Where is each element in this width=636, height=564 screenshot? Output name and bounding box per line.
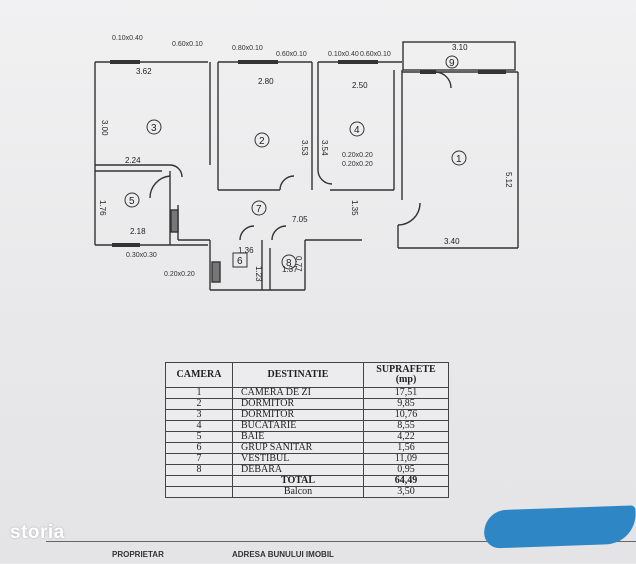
window-label-1: 0.10x0.40 [112,35,143,42]
floor-plan: 3 2 4 1 5 6 7 8 9 3.62 3.00 2.80 3.53 2.… [94,35,519,291]
room-6-number: 6 [237,256,243,267]
footer-strip [46,541,636,564]
room-9-number: 9 [449,58,455,69]
dim-hall-width: 7.05 [292,215,308,224]
row-area: 10,76 [363,409,449,421]
row-area: 8,55 [363,420,449,432]
row-area: 9,85 [363,398,449,410]
room-4-number: 4 [354,125,360,136]
row-num: 8 [165,464,233,476]
col-header-suprafete-text: SUPRAFETE [376,364,436,375]
total-spacer [165,475,233,487]
row-num: 2 [165,398,233,410]
dim-room4-height: 3.54 [320,140,329,156]
dim-corridor-width: 2.24 [125,156,141,165]
row-num: 3 [165,409,233,421]
row-dest: BUCATARIE [232,420,364,432]
col-header-destinatie: DESTINATIE [232,362,364,388]
owner-label: PROPRIETAR [112,550,164,559]
row-dest: DORMITOR [232,398,364,410]
room-1-number: 1 [456,154,462,165]
row-dest: CAMERA DE ZI [232,387,364,399]
col-header-camera: CAMERA [165,362,233,388]
dim-room4-width: 2.50 [352,81,368,90]
row-area: 0,95 [363,464,449,476]
window-label-6: 0.60x0.10 [360,51,391,58]
dim-room1-width: 3.40 [444,237,460,246]
window-label-9: 0.30x0.30 [126,252,157,259]
dim-room5-width: 2.18 [130,227,146,236]
dim-room2-width: 2.80 [258,77,274,86]
room-2-number: 2 [259,136,265,147]
row-dest: DORMITOR [232,409,364,421]
room-8-number: 8 [286,258,292,269]
row-dest: GRUP SANITAR [232,442,364,454]
dim-room5-height: 1.76 [98,200,107,216]
dim-balcony-width: 3.10 [452,43,468,52]
room-7-number: 7 [256,204,262,215]
window-label-8: 0.20x0.20 [342,161,373,168]
row-num: 5 [165,431,233,443]
row-dest: DEBARA [232,464,364,476]
total-value: 64,49 [363,475,449,487]
dim-wc-width: 1.36 [238,246,254,255]
window-label-4: 0.60x0.10 [276,51,307,58]
dim-room3-height: 3.00 [100,120,109,136]
room-5-number: 5 [129,196,135,207]
row-num: 4 [165,420,233,432]
row-area: 4,22 [363,431,449,443]
window-label-10: 0.20x0.20 [164,271,195,278]
window-label-5: 0.10x0.40 [328,51,359,58]
balcony-value: 3,50 [363,486,449,498]
balcony-spacer [165,486,233,498]
dim-wc-height: 1.23 [254,266,263,282]
row-num: 7 [165,453,233,465]
total-label: TOTAL [232,475,364,487]
table-header-row: CAMERA DESTINATIE SUPRAFETE (mp) [165,362,449,388]
dim-deb-height: 0.77 [294,256,303,272]
dim-deb-width: 1.37 [282,265,298,274]
storia-logo: storia [10,522,65,543]
balcony-label: Balcon [232,486,364,498]
row-area: 1,56 [363,442,449,454]
address-label: ADRESA BUNULUI IMOBIL [232,550,334,559]
redaction-mark [483,505,636,549]
row-area: 11,09 [363,453,449,465]
room-3-number: 3 [151,123,157,134]
window-label-3: 0.80x0.10 [232,45,263,52]
window-label-2: 0.60x0.10 [172,41,203,48]
row-area: 17,51 [363,387,449,399]
dim-room3-width: 3.62 [136,67,152,76]
dim-room1-height: 5.12 [504,172,513,188]
row-num: 1 [165,387,233,399]
dim-room2-height: 3.53 [300,140,309,156]
col-header-unit: (mp) [395,374,417,385]
row-dest: BAIE [232,431,364,443]
dim-hall-height: 1.35 [350,200,359,216]
window-label-7: 0.20x0.20 [342,152,373,159]
row-dest: VESTIBUL [232,453,364,465]
col-header-suprafete: SUPRAFETE (mp) [363,362,449,388]
row-num: 6 [165,442,233,454]
